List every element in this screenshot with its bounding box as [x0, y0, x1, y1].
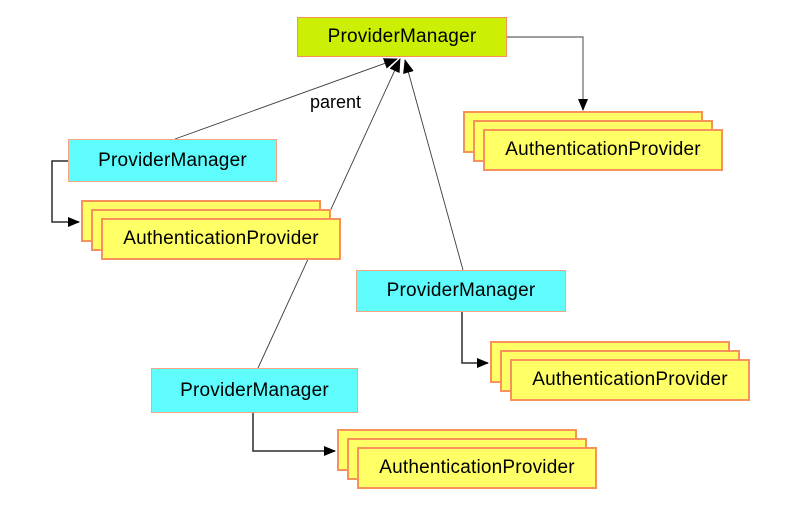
connector-left-manager-to-left-stack	[51, 160, 80, 227]
connector-bottom-manager-to-bottom-stack	[252, 413, 336, 456]
left-stack-label: AuthenticationProvider	[123, 228, 319, 249]
connector-right-manager-to-bottom-right-stack	[461, 312, 489, 368]
right-provider-manager-label: ProviderManager	[386, 280, 536, 301]
left-authentication-provider-stack: AuthenticationProvider	[81, 200, 341, 260]
right-provider-manager-node: ProviderManager	[356, 270, 566, 312]
root-provider-manager-label: ProviderManager	[327, 26, 477, 47]
left-provider-manager-label: ProviderManager	[98, 149, 247, 171]
stack-layer-front: AuthenticationProvider	[483, 129, 723, 171]
top-right-stack-label: AuthenticationProvider	[505, 139, 701, 160]
stack-layer-front: AuthenticationProvider	[357, 447, 597, 489]
bottom-right-authentication-provider-stack: AuthenticationProvider	[490, 341, 750, 401]
top-right-authentication-provider-stack: AuthenticationProvider	[463, 111, 723, 171]
bottom-provider-manager-label: ProviderManager	[180, 379, 329, 401]
parent-edge-label: parent	[310, 92, 362, 112]
bottom-authentication-provider-stack: AuthenticationProvider	[337, 429, 597, 489]
stack-layer-front: AuthenticationProvider	[101, 218, 341, 260]
parent-line-from-right-manager	[403, 59, 464, 271]
parent-line-from-left-manager	[174, 58, 398, 140]
bottom-provider-manager-node: ProviderManager	[151, 368, 358, 413]
root-provider-manager-node: ProviderManager	[297, 17, 507, 57]
stack-layer-front: AuthenticationProvider	[510, 359, 750, 401]
left-provider-manager-node: ProviderManager	[68, 139, 277, 182]
bottom-stack-label: AuthenticationProvider	[379, 457, 575, 478]
connector-root-to-top-right-stack	[507, 36, 588, 111]
bottom-right-stack-label: AuthenticationProvider	[532, 369, 728, 390]
